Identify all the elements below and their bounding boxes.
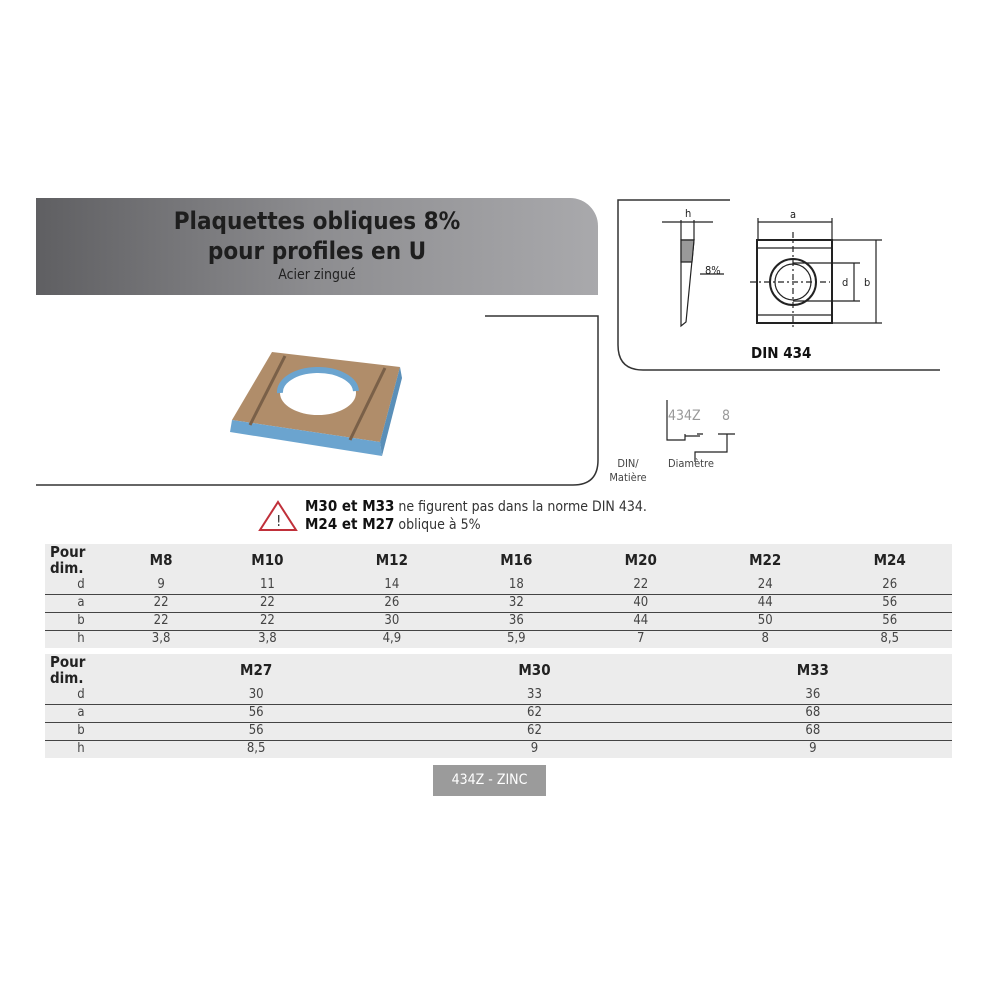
table-cell: 56	[117, 721, 396, 740]
table-cell: 56	[827, 593, 952, 612]
warning-line-2-bold: M24 et M27	[305, 515, 395, 533]
warning-line-2: M24 et M27 oblique à 5%	[305, 515, 481, 533]
table-cell: 62	[395, 703, 674, 722]
warning-line-2-text: oblique à 5%	[398, 517, 481, 533]
column-header: M12	[375, 551, 408, 569]
table-cell: 50	[703, 611, 828, 630]
column-header: M33	[796, 661, 829, 679]
exclamation-mark: !	[276, 512, 281, 530]
label-slope: 8%	[705, 264, 721, 277]
table-cell: 30	[329, 611, 455, 630]
product-code-badge: 434Z - ZINC	[433, 765, 546, 796]
code-label-din-line1: DIN/	[617, 457, 639, 470]
table-cell: 22	[633, 576, 649, 592]
table-cell: 14	[384, 576, 400, 592]
table-cell: 11	[259, 576, 275, 592]
product-photo	[230, 352, 402, 456]
column-header: M8	[149, 551, 173, 569]
column-header: Pour dim.	[50, 543, 86, 577]
table-cell: 22	[117, 611, 206, 630]
table-cell: 9	[673, 739, 952, 758]
table-cell: 8	[703, 629, 828, 648]
table-cell: 36	[805, 686, 821, 702]
table-cell: 68	[673, 703, 952, 722]
table-cell: 68	[673, 721, 952, 740]
code-label-din: DIN/ Matière	[603, 457, 653, 485]
table-row: d 30 33 36	[45, 686, 952, 704]
column-header: M30	[518, 661, 551, 679]
column-header: M16	[500, 551, 533, 569]
table-cell: 22	[205, 593, 330, 612]
table-cell: 40	[578, 593, 703, 612]
label-h: h	[685, 207, 691, 220]
table-cell: 24	[757, 576, 773, 592]
warning-line-1-bold: M30 et M33	[305, 497, 395, 515]
table-cell: h	[45, 739, 117, 758]
column-header: M10	[251, 551, 284, 569]
table-cell: 22	[205, 611, 330, 630]
table-cell: 36	[454, 611, 579, 630]
table-cell: h	[45, 629, 117, 648]
column-header: M20	[624, 551, 657, 569]
standard-label: DIN 434	[751, 344, 811, 362]
table-cell: 4,9	[329, 629, 455, 648]
column-header: M22	[749, 551, 782, 569]
table-cell: 7	[578, 629, 703, 648]
label-b: b	[864, 276, 870, 289]
table-cell: b	[45, 721, 117, 740]
table-cell: 9	[157, 576, 165, 592]
table-cell: 3,8	[117, 629, 206, 648]
warning-icon	[258, 500, 298, 531]
table-cell: 22	[117, 593, 206, 612]
table-cell: 5,9	[454, 629, 579, 648]
table-cell: 18	[508, 576, 524, 592]
column-header: M24	[873, 551, 906, 569]
table-cell: 44	[703, 593, 828, 612]
table-cell: d	[77, 576, 85, 592]
table-cell: 56	[117, 703, 396, 722]
label-a: a	[790, 208, 796, 221]
technical-drawing	[662, 218, 882, 462]
table-cell: 56	[827, 611, 952, 630]
warning-line-1-text: ne figurent pas dans la norme DIN 434.	[398, 499, 647, 515]
subtitle: Acier zingué	[278, 267, 356, 283]
table-cell: 8,5	[827, 629, 952, 648]
column-header: M27	[240, 661, 273, 679]
title-line-2: pour profiles en U	[207, 237, 427, 265]
table-cell: 9	[395, 739, 674, 758]
title-line-1: Plaquettes obliques 8%	[173, 207, 461, 235]
table-cell: a	[45, 593, 117, 612]
table-cell: 8,5	[117, 739, 396, 758]
table-cell: 44	[578, 611, 703, 630]
table-cell: 62	[395, 721, 674, 740]
table-cell: a	[45, 703, 117, 722]
table-cell: 33	[527, 686, 542, 702]
label-d: d	[842, 276, 848, 289]
code-part-2: 8	[722, 408, 731, 424]
table-cell: 26	[329, 593, 455, 612]
table-cell: 3,8	[205, 629, 330, 648]
code-label-diameter: Diamètre	[668, 457, 714, 470]
table-header-row: Pour dim. M27 M30 M33	[45, 654, 952, 686]
code-part-1: 434Z	[668, 408, 701, 424]
table-cell: d	[77, 686, 85, 702]
table-header-row: Pour dim. M8 M10 M12 M16 M20 M22 M24	[45, 544, 952, 576]
table-row: d 9 11 14 18 22 24 26	[45, 576, 952, 594]
warning-line-1: M30 et M33 ne figurent pas dans la norme…	[305, 497, 647, 515]
table-cell: b	[45, 611, 117, 630]
table-cell: 30	[248, 686, 264, 702]
title-banner: Plaquettes obliques 8% pour profiles en …	[36, 198, 598, 295]
code-label-din-line2: Matière	[609, 471, 647, 484]
table-cell: 32	[454, 593, 579, 612]
table-cell: 26	[882, 576, 898, 592]
column-header: Pour dim.	[50, 653, 86, 687]
